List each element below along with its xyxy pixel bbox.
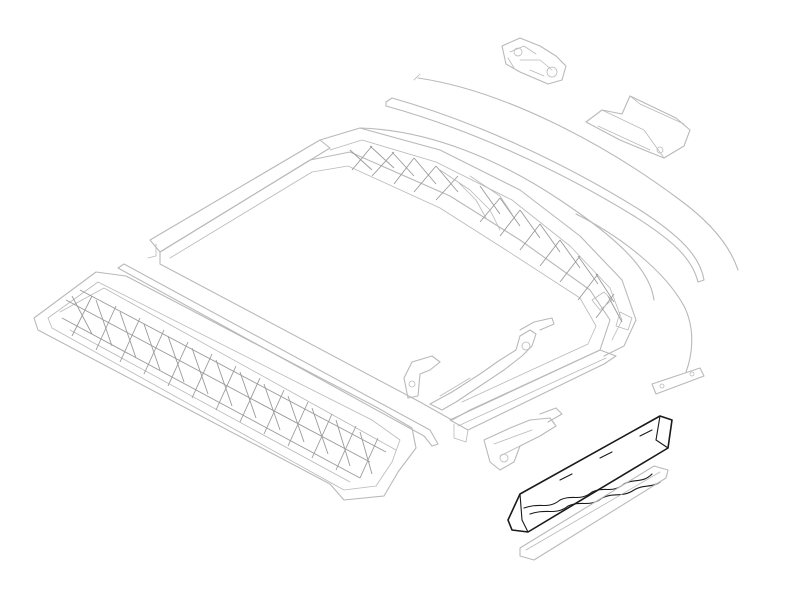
hinge-bracket-lower[interactable] [483, 407, 563, 471]
weatherstrip-outer[interactable] [413, 73, 739, 271]
side-frame-lattice [349, 145, 623, 323]
roof-main-frame[interactable] [147, 127, 637, 443]
front-header-frame[interactable] [33, 271, 417, 501]
hinge-arm-left[interactable] [403, 355, 441, 399]
hinge-linkage[interactable] [429, 317, 555, 411]
front-seal-strip[interactable] [117, 263, 439, 447]
cover-plate[interactable] [651, 367, 705, 395]
weatherstrip-inner-arc[interactable] [575, 213, 693, 373]
weatherstrip-middle[interactable] [385, 97, 705, 283]
front-frame-lattice [61, 289, 387, 479]
lower-trim-strip[interactable] [519, 465, 669, 561]
drive-motor-unit[interactable] [501, 37, 567, 85]
storage-cover-bracket[interactable] [585, 95, 691, 159]
side-trim-rail[interactable] [507, 415, 673, 533]
rear-bow[interactable] [359, 127, 655, 301]
